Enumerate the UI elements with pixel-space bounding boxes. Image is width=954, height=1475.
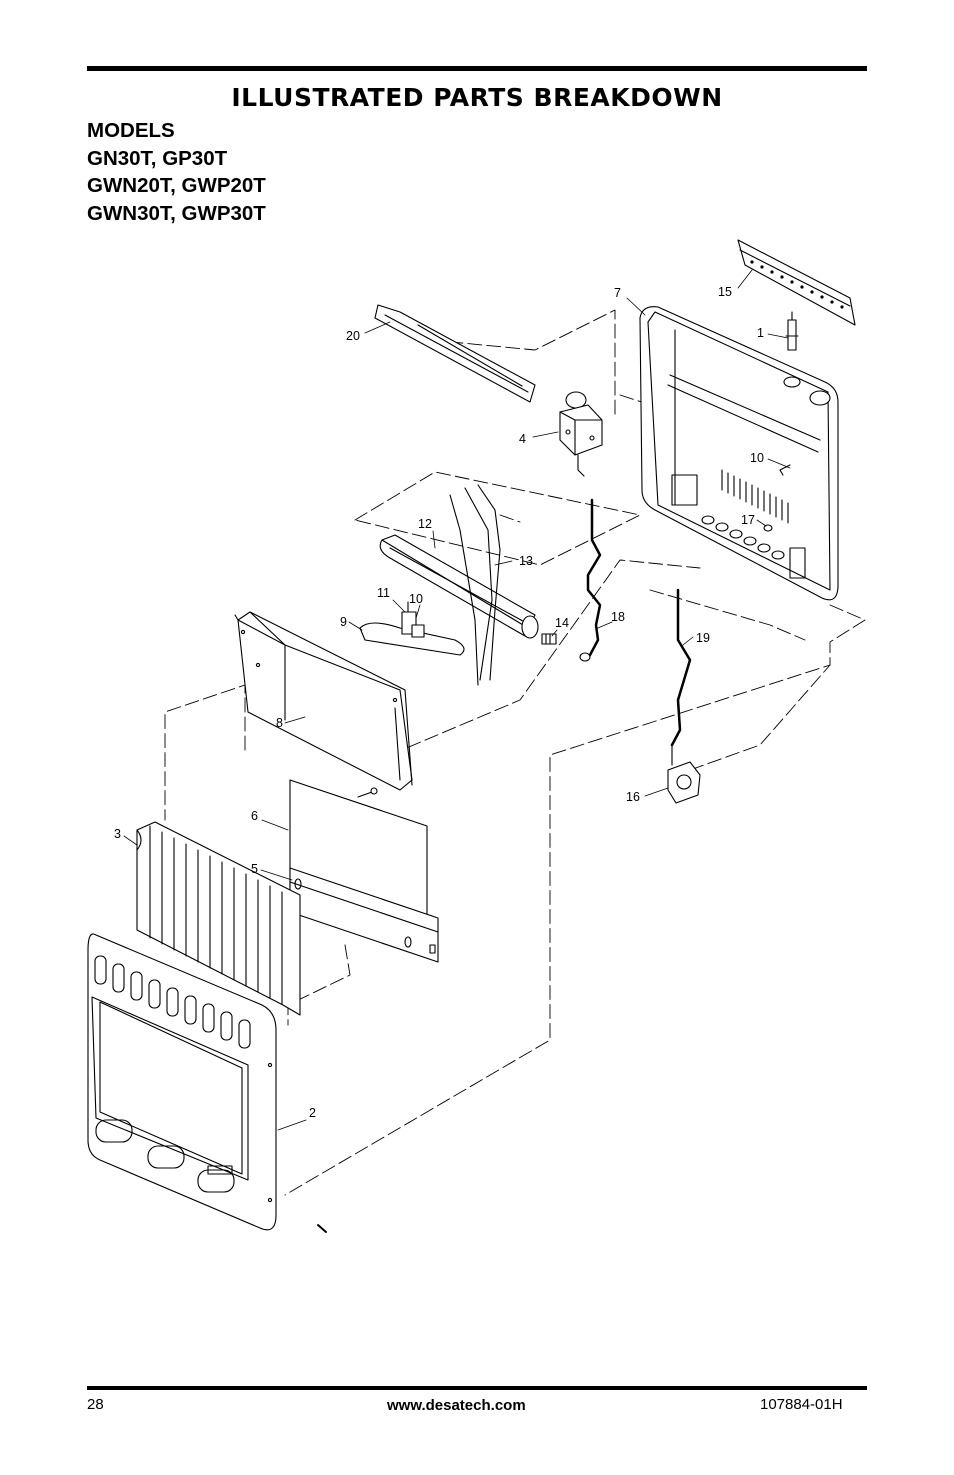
callout-9: 9 bbox=[340, 615, 347, 629]
callout-18: 18 bbox=[611, 610, 625, 624]
callout-20: 20 bbox=[346, 329, 360, 343]
part-4-valve bbox=[559, 391, 603, 477]
leader-lines bbox=[123, 269, 791, 1131]
panel-bottom-louvers bbox=[95, 1119, 235, 1193]
part-2-front-panel bbox=[87, 933, 277, 1231]
callout-2: 2 bbox=[309, 1106, 316, 1120]
callout-19: 19 bbox=[696, 631, 710, 645]
model-line: GN30T, GP30T bbox=[87, 146, 228, 170]
part-16-regulator bbox=[667, 744, 701, 804]
screw bbox=[357, 787, 378, 798]
callout-labels: 1 2 3 4 5 6 7 8 9 10 10 11 12 13 14 15 1… bbox=[114, 285, 764, 1120]
model-line: GWN30T, GWP30T bbox=[87, 201, 266, 225]
part-7-cabinet bbox=[639, 306, 839, 601]
footer-rule bbox=[87, 1386, 867, 1390]
callout-10-cabinet: 10 bbox=[750, 451, 764, 465]
document-number: 107884-01H bbox=[760, 1396, 843, 1413]
part-18-tube bbox=[586, 498, 602, 657]
page-number: 28 bbox=[87, 1396, 104, 1413]
part-20-bracket bbox=[374, 304, 536, 403]
callout-4: 4 bbox=[519, 432, 526, 446]
cabinet-louvers bbox=[721, 469, 789, 524]
part-13-leads bbox=[449, 484, 501, 686]
callout-3: 3 bbox=[114, 827, 121, 841]
callout-1: 1 bbox=[757, 326, 764, 340]
part-15-rail bbox=[737, 239, 856, 326]
callout-10-pilot: 10 bbox=[409, 592, 423, 606]
callout-5: 5 bbox=[251, 862, 258, 876]
callout-7: 7 bbox=[614, 286, 621, 300]
part-8-shield bbox=[234, 611, 413, 791]
callout-13: 13 bbox=[519, 554, 533, 568]
callout-8: 8 bbox=[276, 716, 283, 730]
cabinet-burner-ports bbox=[701, 515, 785, 560]
callout-11: 11 bbox=[377, 586, 390, 600]
callout-17: 17 bbox=[741, 513, 755, 527]
panel-top-louvers bbox=[94, 955, 251, 1049]
part-12-burner bbox=[379, 534, 539, 639]
part-14-fitting bbox=[541, 633, 557, 645]
callout-15: 15 bbox=[718, 285, 732, 299]
part-9-pilot-tube bbox=[359, 622, 465, 656]
part-11-pilot bbox=[401, 601, 425, 638]
header-rule bbox=[87, 66, 867, 71]
panel-screw bbox=[317, 1224, 327, 1233]
part-1-igniter bbox=[785, 311, 799, 351]
models-list: MODELS GN30T, GP30T GWN20T, GWP20T GWN30… bbox=[87, 117, 266, 227]
part-19-tube bbox=[670, 588, 692, 747]
callout-14: 14 bbox=[555, 616, 569, 630]
page-title: ILLUSTRATED PARTS BREAKDOWN bbox=[231, 83, 723, 112]
part-3-radiants bbox=[136, 821, 301, 1016]
website-link[interactable]: www.desatech.com bbox=[387, 1397, 526, 1414]
callout-16: 16 bbox=[626, 790, 640, 804]
model-line: GWN20T, GWP20T bbox=[87, 174, 266, 197]
callout-12: 12 bbox=[418, 517, 432, 531]
callout-6: 6 bbox=[251, 809, 258, 823]
models-label: MODELS bbox=[87, 119, 175, 142]
